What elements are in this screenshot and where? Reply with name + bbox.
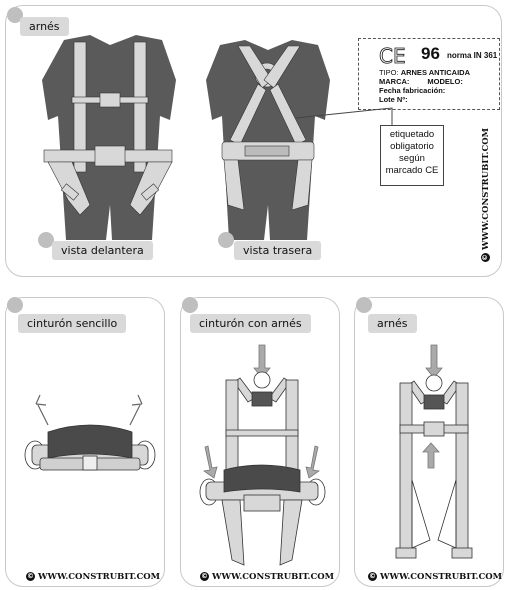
panel-3-watermark: ©WWW.CONSTRUBIT.COM — [368, 572, 502, 582]
copyright-icon: © — [368, 572, 377, 581]
